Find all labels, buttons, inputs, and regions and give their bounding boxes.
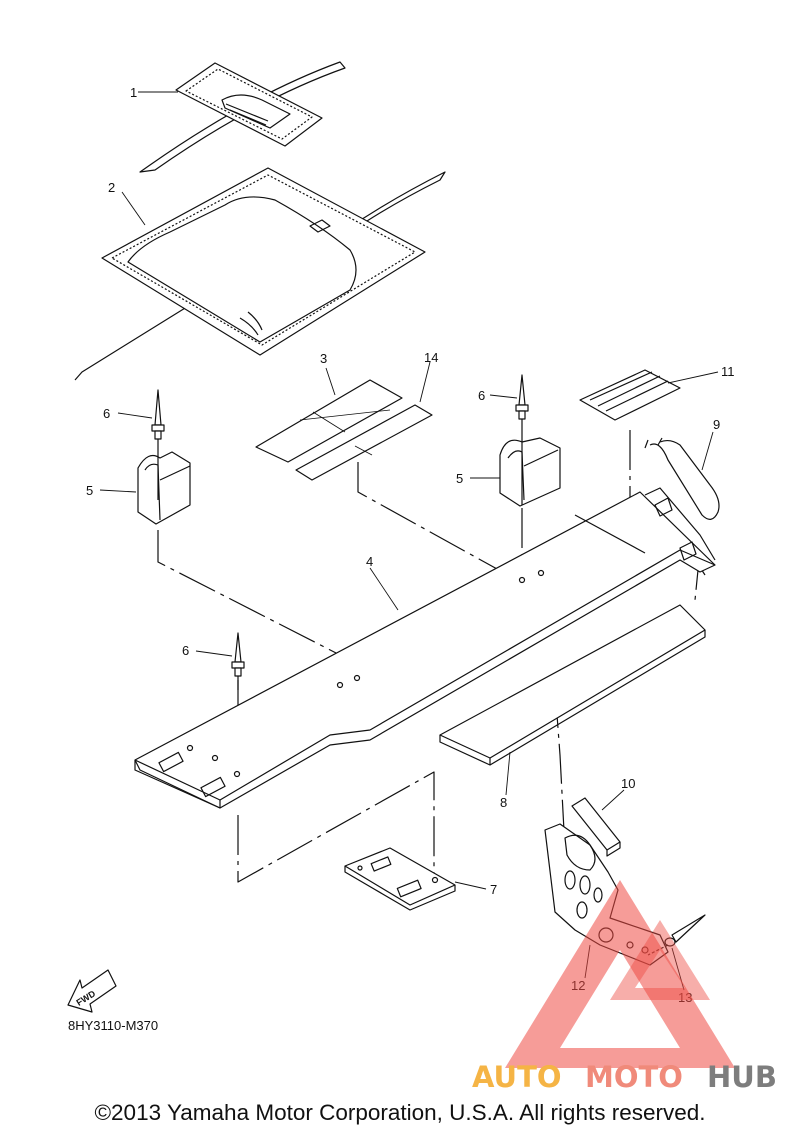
part-label-5-left: 5 — [86, 483, 93, 498]
part-label-11: 11 — [721, 364, 735, 379]
part-label-3: 3 — [320, 351, 327, 366]
watermark-hub: HUB — [707, 1060, 777, 1094]
parts-diagram: 1 2 3 14 6 5 6 5 11 9 4 6 8 10 7 12 13 F… — [67, 61, 777, 1094]
part-11-grip-pad — [579, 369, 681, 421]
part-label-6-left: 6 — [103, 406, 110, 421]
automotohub-watermark: AUTO MOTO HUB — [472, 880, 777, 1094]
watermark-auto: AUTO — [472, 1060, 562, 1094]
part-5-bracket-left — [137, 400, 191, 525]
part-label-8: 8 — [500, 795, 507, 810]
part-label-5-right: 5 — [456, 471, 463, 486]
part-label-6-right: 6 — [478, 388, 485, 403]
part-label-2: 2 — [108, 180, 115, 195]
part-label-10: 10 — [621, 776, 635, 791]
part-4-tray — [134, 487, 716, 809]
part-label-14: 14 — [424, 350, 438, 365]
part-3-sticker — [255, 379, 403, 463]
part-label-9: 9 — [713, 417, 720, 432]
part-8-foam — [439, 604, 706, 766]
watermark-triangle-icon — [505, 880, 735, 1068]
part-14-sticker — [295, 404, 433, 481]
part-2-pad — [74, 167, 446, 381]
part-1-pouch — [139, 61, 346, 173]
part-label-4: 4 — [366, 554, 373, 569]
part-label-6-lower: 6 — [182, 643, 189, 658]
part-7-plate — [344, 847, 456, 911]
part-label-1: 1 — [130, 85, 137, 100]
part-label-7: 7 — [490, 882, 497, 897]
part-10-bar — [571, 797, 621, 857]
fwd-arrow-icon — [67, 969, 117, 1013]
part-9-hook — [644, 437, 720, 520]
watermark-moto: MOTO — [585, 1060, 683, 1094]
diagram-code: 8HY3110-M370 — [68, 1018, 158, 1033]
part-6-pin-left-top — [151, 389, 165, 440]
copyright-notice: ©2013 Yamaha Motor Corporation, U.S.A. A… — [94, 1100, 706, 1125]
part-6-pin-right-top — [515, 374, 529, 420]
part-5-bracket-right — [499, 395, 561, 507]
part-6-pin-lower — [231, 632, 245, 690]
